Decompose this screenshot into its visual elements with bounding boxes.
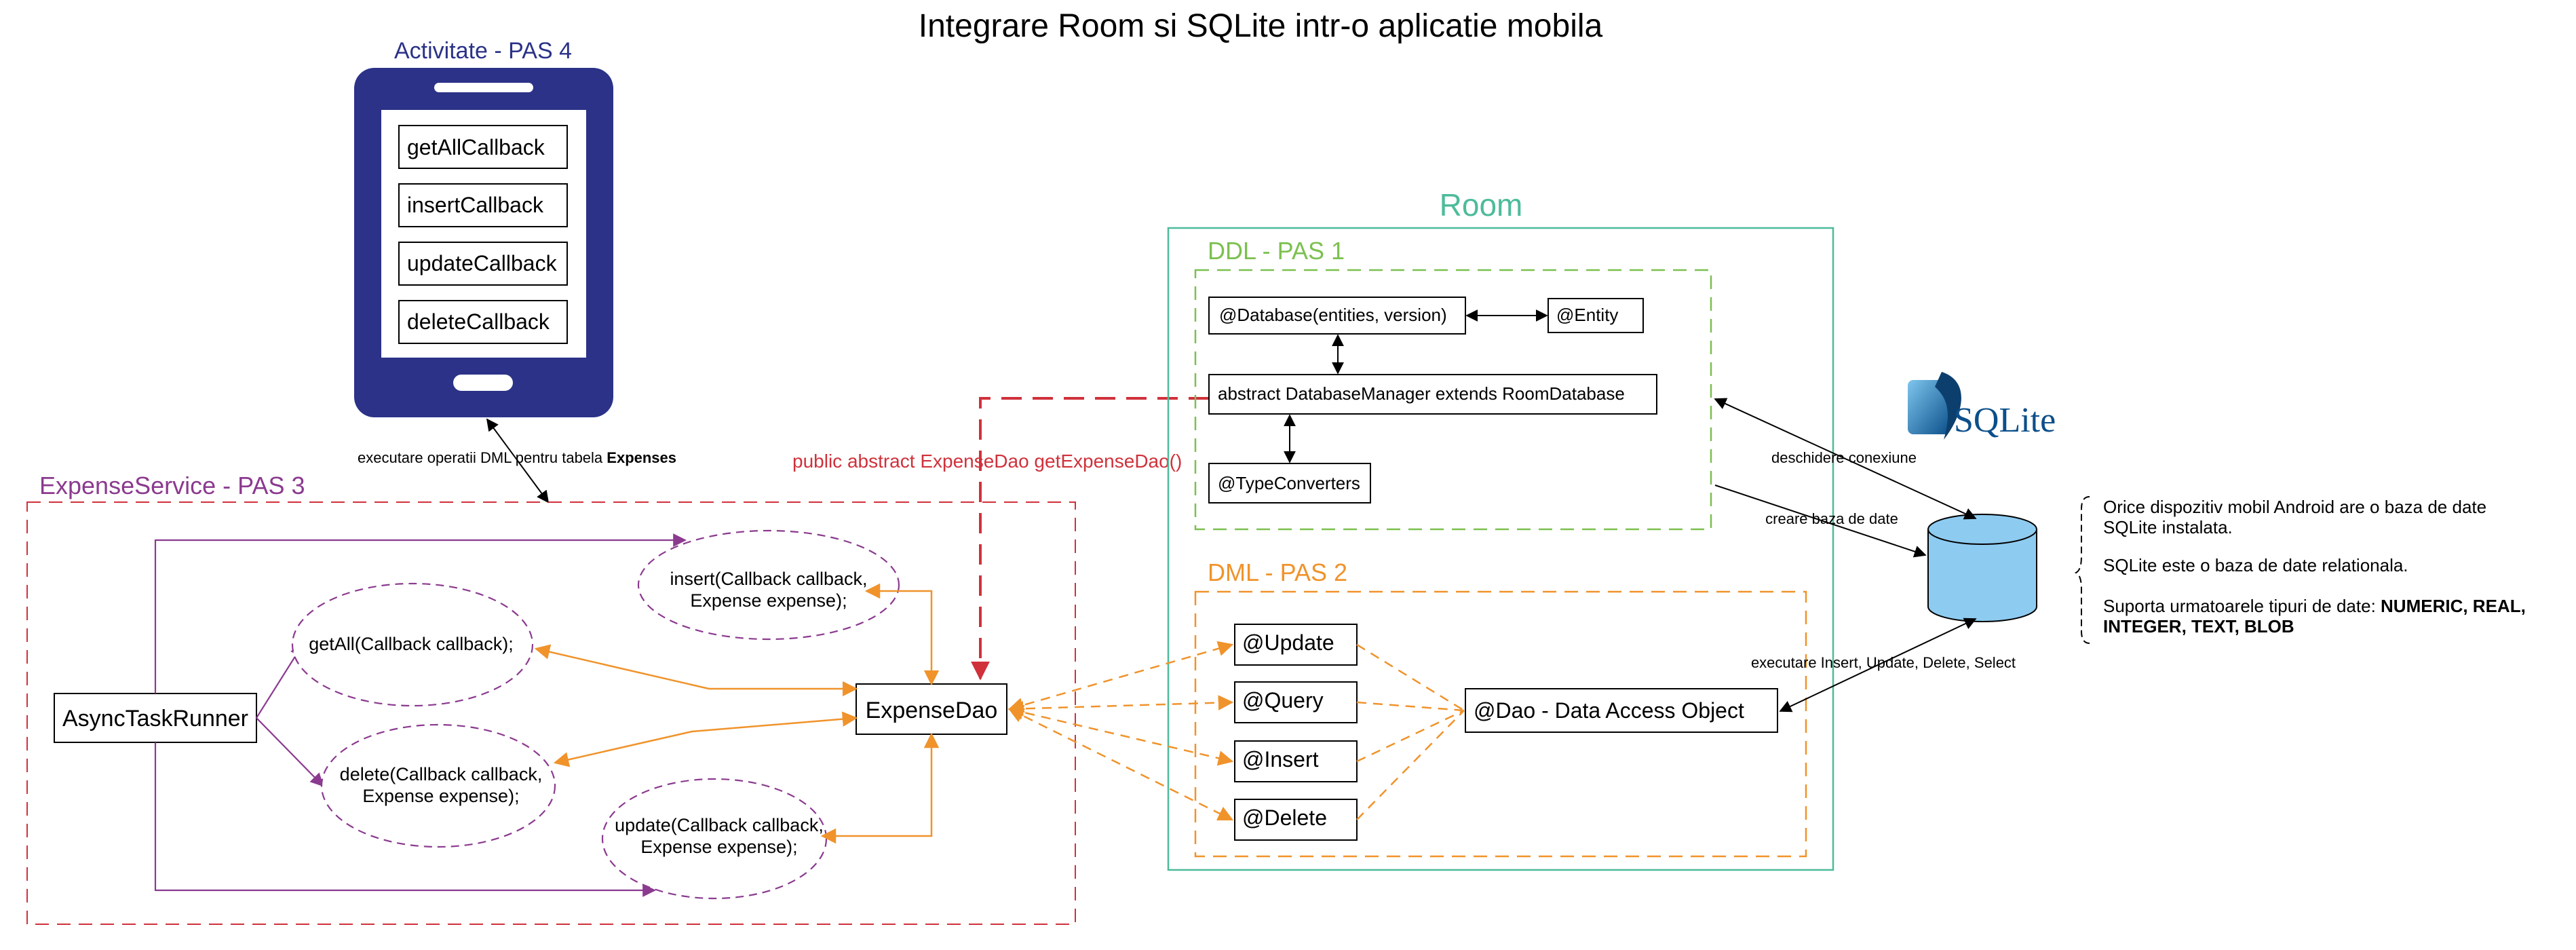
svg-text:Orice dispozitiv mobil Android: Orice dispozitiv mobil Android are o baz…	[2103, 497, 2486, 517]
diagram-title: Integrare Room si SQLite intr-o aplicati…	[919, 8, 1603, 44]
dao-method-label: public abstract ExpenseDao getExpenseDao…	[792, 451, 1182, 472]
notes-text: Orice dispozitiv mobil Android are o baz…	[2103, 497, 2526, 636]
room-label: Room	[1440, 187, 1523, 223]
svg-text:@Database(entities, version): @Database(entities, version)	[1219, 305, 1447, 325]
dml-label: DML - PAS 2	[1208, 558, 1347, 586]
op-insert: @Insert	[1234, 740, 1358, 782]
dao-interface-box: @Dao - Data Access Object	[1465, 688, 1778, 733]
sqlite-links	[1714, 398, 1977, 712]
cloud-insert: insert(Callback callback, Expense expens…	[637, 529, 900, 641]
dao-service-flows	[534, 583, 940, 844]
svg-text:@Insert: @Insert	[1242, 747, 1319, 772]
svg-text:@Delete: @Delete	[1242, 805, 1327, 830]
phone-home-button	[453, 375, 513, 391]
svg-text:SQLite instalata.: SQLite instalata.	[2103, 517, 2233, 537]
phone-service-arrow	[486, 418, 550, 504]
room-container: Room	[1167, 187, 1834, 871]
callback-update: updateCallback	[398, 242, 568, 286]
service-label: ExpenseService - PAS 3	[39, 472, 305, 499]
dml-section: DML - PAS 2	[1194, 558, 1807, 858]
ddl-label: DDL - PAS 1	[1208, 237, 1345, 265]
cloud-delete: delete(Callback callback, Expense expens…	[320, 723, 556, 848]
converters-box: @TypeConverters	[1208, 463, 1371, 504]
callback-getall: getAllCallback	[398, 125, 568, 169]
svg-text:AsyncTaskRunner: AsyncTaskRunner	[62, 706, 248, 732]
callback-delete: deleteCallback	[398, 300, 568, 344]
expense-dao-box: ExpenseDao	[856, 683, 1007, 735]
svg-text:SQLite: SQLite	[1954, 401, 2056, 440]
op-delete: @Delete	[1234, 799, 1358, 841]
svg-text:getAllCallback: getAllCallback	[407, 135, 545, 159]
svg-text:@Query: @Query	[1242, 688, 1324, 712]
svg-text:Expense expense);: Expense expense);	[690, 590, 847, 611]
svg-text:SQLite este o baza de date re: SQLite este o baza de date relationala.	[2103, 555, 2408, 575]
entity-box: @Entity	[1547, 298, 1644, 333]
svg-text:insert(Callback callback,: insert(Callback callback,	[670, 569, 867, 589]
sqlite-database-icon	[1927, 514, 2037, 622]
sqlite-logo: SQLite	[1908, 372, 2056, 440]
ddl-section: DDL - PAS 1	[1194, 237, 1712, 531]
manager-dao-link	[971, 397, 1209, 681]
svg-text:Expense expense);: Expense expense);	[640, 837, 797, 857]
database-box: @Database(entities, version)	[1208, 297, 1466, 335]
op-update: @Update	[1234, 624, 1358, 666]
manager-box: abstract DatabaseManager extends RoomDat…	[1208, 374, 1657, 415]
svg-text:delete(Callback callback,: delete(Callback callback,	[340, 764, 543, 784]
notes-brace	[2074, 496, 2090, 644]
phone-service-label: executare operatii DML pentru tabela Exp…	[358, 449, 676, 466]
svg-text:ExpenseDao: ExpenseDao	[866, 698, 998, 723]
svg-text:@TypeConverters: @TypeConverters	[1218, 473, 1360, 493]
phone-activity: Activitate - PAS 4 getAllCallback insert…	[354, 38, 613, 417]
svg-text:insertCallback: insertCallback	[407, 193, 544, 217]
svg-text:deleteCallback: deleteCallback	[407, 309, 550, 334]
op-query: @Query	[1234, 681, 1358, 723]
svg-text:Suporta urmatoarele tipuri de: Suporta urmatoarele tipuri de date: NUME…	[2103, 596, 2526, 616]
open-connection-label: deschidere conexiune	[1771, 449, 1917, 466]
async-task-runner: AsyncTaskRunner	[54, 693, 257, 743]
svg-text:@Dao - Data Access Object: @Dao - Data Access Object	[1474, 698, 1744, 723]
svg-text:update(Callback callback,: update(Callback callback,	[615, 815, 824, 835]
runner-flows	[154, 533, 687, 897]
svg-text:@Entity: @Entity	[1556, 305, 1618, 325]
svg-text:Expense expense);: Expense expense);	[362, 786, 519, 806]
svg-text:INTEGER, TEXT, BLOB: INTEGER, TEXT, BLOB	[2103, 616, 2294, 636]
svg-text:updateCallback: updateCallback	[407, 251, 558, 276]
callback-insert: insertCallback	[398, 183, 568, 227]
phone-speaker	[434, 83, 533, 92]
svg-text:abstract DatabaseManager exten: abstract DatabaseManager extends RoomDat…	[1218, 383, 1625, 404]
cloud-update: update(Callback callback, Expense expens…	[601, 778, 828, 900]
phone-label: Activitate - PAS 4	[394, 38, 572, 64]
create-db-label: creare baza de date	[1765, 510, 1898, 527]
cloud-getall: getAll(Callback callback);	[291, 582, 534, 707]
ops-dao-links	[1356, 643, 1465, 820]
expensedao-ops-links	[1007, 641, 1234, 821]
exec-ops-label: executare Insert, Update, Delete, Select	[1751, 654, 2016, 671]
svg-text:@Update: @Update	[1242, 630, 1334, 655]
svg-text:getAll(Callback callback);: getAll(Callback callback);	[309, 634, 514, 654]
ddl-links	[1284, 309, 1548, 463]
